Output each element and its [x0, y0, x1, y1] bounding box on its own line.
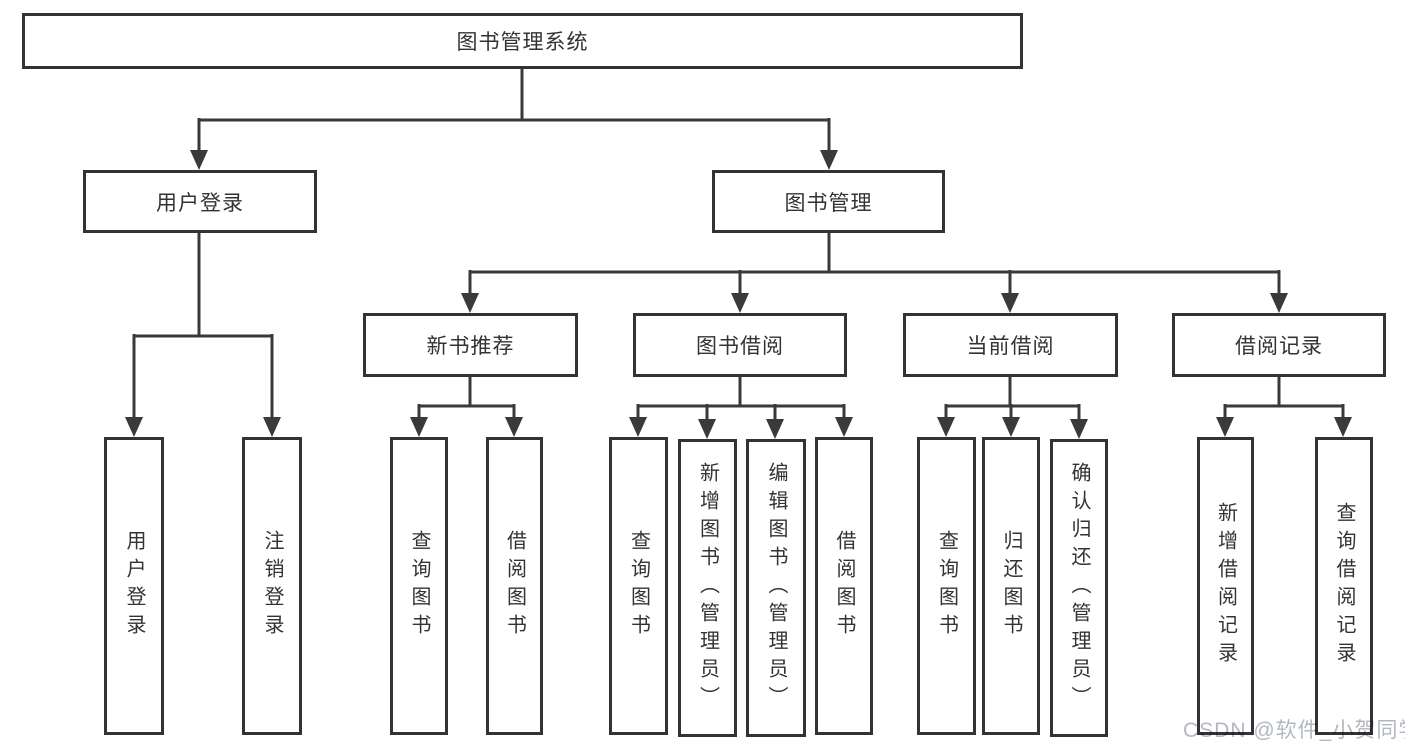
node-recommend-query-books-label: 查询图书 [408, 530, 430, 642]
node-new-book-recommend: 新书推荐 [363, 313, 578, 377]
node-records-query-record-label: 查询借阅记录 [1333, 502, 1355, 670]
node-login-action-label: 用户登录 [123, 530, 145, 642]
node-records-add-record: 新增借阅记录 [1197, 437, 1254, 735]
node-logout-action-label: 注销登录 [261, 530, 283, 642]
node-borrow-add-books-admin-label: 新增图书（管理员） [696, 462, 719, 714]
node-records-query-record: 查询借阅记录 [1315, 437, 1373, 735]
node-borrow-query-books-label: 查询图书 [627, 530, 650, 642]
node-recommend-query-books: 查询图书 [390, 437, 448, 735]
node-borrow-edit-books-admin-label: 编辑图书（管理员） [765, 462, 787, 714]
node-borrow-query-books: 查询图书 [609, 437, 668, 735]
node-book-management: 图书管理 [712, 170, 945, 233]
node-borrow-borrow-books-label: 借阅图书 [833, 530, 855, 642]
node-current-return-books-label: 归还图书 [1000, 530, 1022, 642]
csdn-watermark: CSDN @软件_小贺同学 [1183, 719, 1405, 742]
arrowhead-icons [125, 150, 1352, 439]
connector-segments [132, 69, 1345, 424]
node-book-borrow-label: 图书借阅 [696, 335, 784, 358]
node-recommend-borrow-books: 借阅图书 [486, 437, 543, 735]
node-logout-action: 注销登录 [242, 437, 302, 735]
node-root: 图书管理系统 [22, 13, 1023, 69]
node-login-action: 用户登录 [104, 437, 164, 735]
node-borrow-borrow-books: 借阅图书 [815, 437, 873, 735]
node-borrow-edit-books-admin: 编辑图书（管理员） [746, 439, 806, 737]
node-book-borrow: 图书借阅 [633, 313, 847, 377]
node-records-add-record-label: 新增借阅记录 [1214, 502, 1237, 670]
node-new-book-recommend-label: 新书推荐 [426, 335, 515, 358]
node-current-confirm-return-admin: 确认归还（管理员） [1050, 439, 1108, 737]
node-recommend-borrow-books-label: 借阅图书 [503, 530, 526, 642]
node-borrow-records-label: 借阅记录 [1235, 335, 1323, 358]
node-borrow-records: 借阅记录 [1172, 313, 1386, 377]
node-current-query-books: 查询图书 [917, 437, 976, 735]
node-user-login-label: 用户登录 [156, 191, 244, 215]
node-user-login: 用户登录 [83, 170, 317, 233]
node-current-borrow-label: 当前借阅 [966, 335, 1055, 358]
node-current-query-books-label: 查询图书 [935, 530, 958, 642]
node-book-management-label: 图书管理 [784, 191, 873, 215]
node-current-return-books: 归还图书 [982, 437, 1040, 735]
node-current-borrow: 当前借阅 [903, 313, 1118, 377]
node-root-label: 图书管理系统 [456, 31, 589, 54]
node-current-confirm-return-admin-label: 确认归还（管理员） [1068, 462, 1090, 714]
node-borrow-add-books-admin: 新增图书（管理员） [678, 439, 737, 737]
